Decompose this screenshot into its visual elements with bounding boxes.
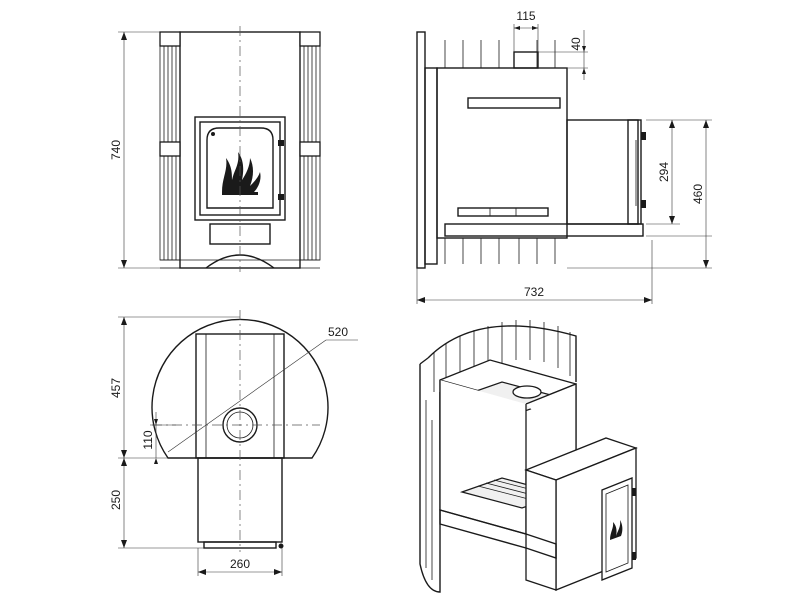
- dim-radius: 520: [328, 325, 348, 339]
- dim-front-height: 740: [109, 140, 123, 160]
- dim-total-length: 732: [524, 285, 544, 299]
- dim-offset: 110: [141, 430, 155, 449]
- dim-chimney-offset: 40: [569, 37, 583, 51]
- dim-door-height: 294: [657, 162, 671, 182]
- top-view: 520 457 110 250 260: [109, 310, 358, 576]
- front-view: 740: [109, 26, 321, 272]
- dim-chimney-width: 115: [516, 9, 535, 23]
- flame-icon: [222, 152, 261, 195]
- dim-firebox-height: 460: [691, 184, 705, 204]
- dim-depth: 457: [109, 378, 123, 398]
- dim-tunnel-width: 260: [230, 557, 250, 571]
- dim-tunnel-length: 250: [109, 490, 123, 510]
- isometric-view: [419, 320, 638, 593]
- side-view: 115 40 294 460 732: [416, 9, 712, 304]
